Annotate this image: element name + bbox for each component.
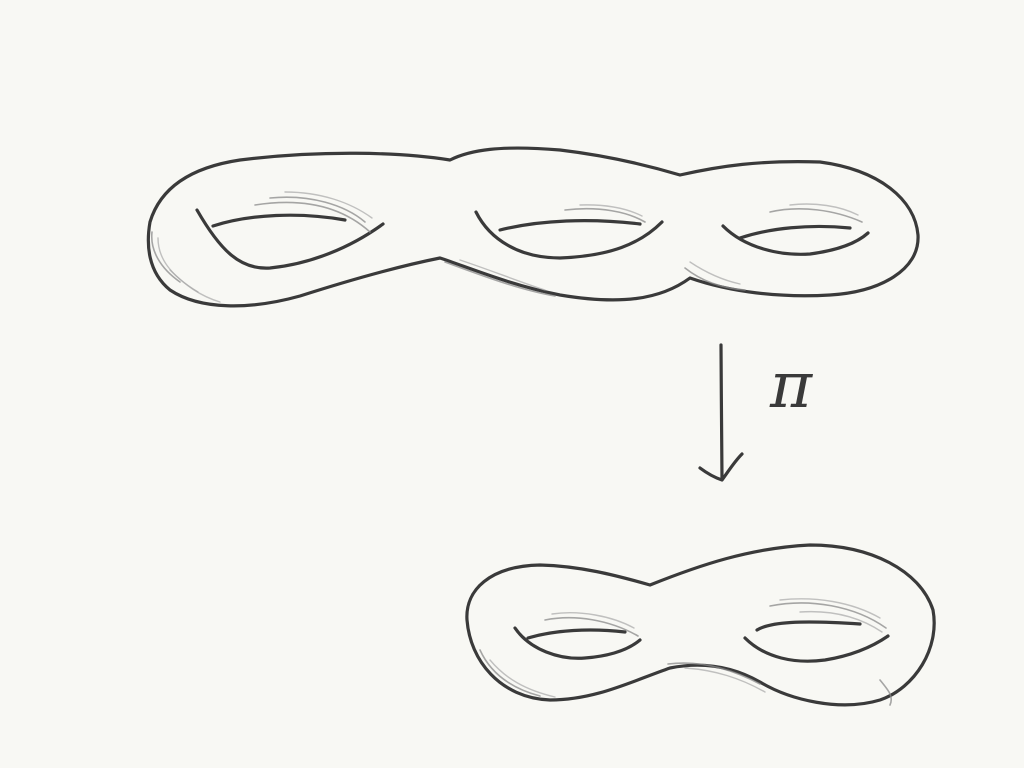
genus-three-hole-1-lower [195, 208, 385, 270]
map-label-pi: π [770, 349, 813, 423]
genus-two-hole-2-upper [755, 620, 862, 632]
genus-three-hole-2-upper [498, 219, 642, 232]
arrow-head [698, 452, 744, 482]
genus-two-hole-1-lower [513, 626, 642, 660]
genus-two-hole-1-upper [526, 628, 627, 640]
genus-two-hole-2-lower [743, 634, 890, 663]
genus-three-shading [151, 191, 863, 303]
genus-three-surface [146, 146, 920, 308]
genus-two-outline [465, 543, 936, 707]
genus-three-hole-2-lower [474, 210, 664, 260]
genus-three-hole-3-lower [721, 224, 870, 256]
genus-three-outline [146, 146, 920, 308]
genus-two-surface [465, 543, 936, 707]
arrow-shaft [719, 343, 724, 480]
genus-two-shading [479, 598, 893, 706]
genus-three-hole-1-upper [211, 213, 347, 228]
covering-map-arrow [698, 343, 744, 482]
genus-three-hole-3-upper [738, 224, 852, 240]
